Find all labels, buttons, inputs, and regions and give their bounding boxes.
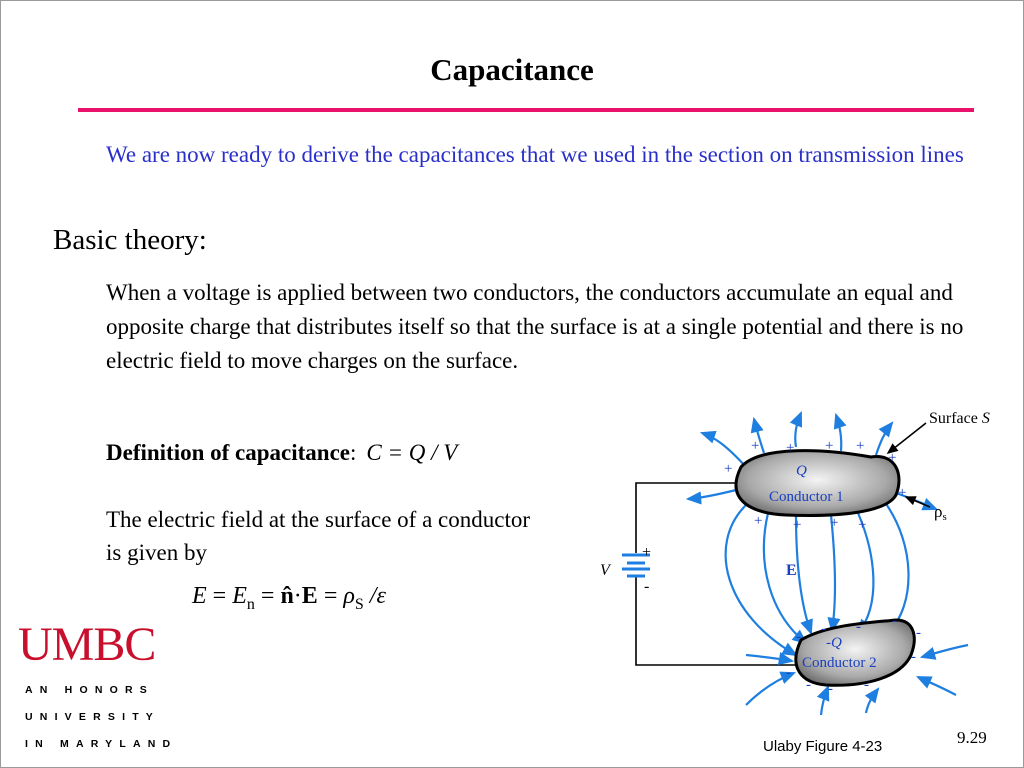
plus-charge: + — [898, 485, 906, 501]
minus-charge: - — [856, 619, 861, 635]
plus-charge: + — [856, 438, 864, 454]
page-number: 9.29 — [957, 728, 987, 747]
voltage-label: V — [600, 562, 612, 579]
capacitor-figure: + + + + + + + + + + + - - - - - - - - - … — [600, 410, 990, 715]
field-text: The electric field at the surface of a c… — [106, 507, 530, 565]
positive-charges: + + + + + + + + + + + — [724, 438, 906, 533]
eq-sub-n: n — [246, 595, 255, 613]
eq-dot: · — [293, 583, 302, 609]
logo-line-university: UNIVERSITY — [25, 711, 161, 723]
eq-En: E — [232, 583, 247, 609]
minus-charge: - — [796, 629, 801, 645]
battery-icon — [622, 553, 650, 578]
plus-charge: + — [724, 461, 732, 477]
eq-rho: ρ — [343, 583, 355, 609]
rho-sub: s — [942, 511, 946, 523]
plus-charge: + — [793, 517, 801, 533]
definition-colon: : — [350, 440, 357, 465]
circuit-wires — [635, 482, 801, 666]
section-heading: Basic theory: — [53, 224, 207, 256]
surface-label: Surface S — [929, 410, 990, 427]
rho-pointer — [904, 496, 931, 508]
minus-charge: - — [911, 649, 916, 665]
field-label: E — [786, 562, 797, 579]
rho-symbol: ρ — [934, 502, 942, 521]
negative-charges: - - - - - - - - - - — [786, 613, 921, 697]
umbc-wordmark: UMBC — [18, 618, 156, 671]
battery-plus: + — [642, 544, 651, 561]
eq-op1: = — [206, 583, 233, 609]
eq-nhat: n̂ — [280, 583, 294, 609]
surface-pointer — [886, 422, 927, 454]
capacitance-definition: Definition of capacitance: C = Q / V — [106, 440, 457, 466]
surface-text: Surface — [929, 410, 978, 427]
rho-label: ρs — [934, 502, 947, 523]
minus-charge: - — [786, 665, 791, 681]
title-rule — [78, 108, 974, 112]
conductor-2-shape — [794, 618, 916, 687]
theory-paragraph: When a voltage is applied between two co… — [106, 280, 964, 373]
plus-charge: + — [754, 513, 762, 529]
logo-line-maryland: IN MARYLAND — [25, 738, 178, 750]
plus-charge: + — [858, 517, 866, 533]
plus-charge: + — [825, 438, 833, 454]
plus-charge: + — [751, 438, 759, 454]
minus-charge: - — [821, 621, 826, 637]
eq-op3: = — [317, 583, 344, 609]
field-lines — [685, 410, 969, 715]
surface-symbol: S — [982, 410, 990, 427]
logo-line-honors: AN HONORS — [25, 684, 154, 696]
conductor-1-charge: Q — [796, 463, 807, 479]
intro-text: We are now ready to derive the capacitan… — [106, 142, 964, 167]
eq-op2: = — [254, 583, 281, 609]
figure-credit: Ulaby Figure 4-23 — [763, 738, 883, 755]
minus-charge: - — [806, 677, 811, 693]
conductor-1-shape — [734, 449, 901, 517]
conductor-2-label: Conductor 2 — [802, 655, 877, 671]
eq-E: E — [192, 583, 207, 609]
eq-sub-S: S — [354, 595, 364, 613]
definition-equation: C = Q / V — [366, 440, 458, 465]
eq-over-eps: /ε — [363, 583, 386, 609]
plus-charge: + — [888, 450, 896, 466]
minus-charge: - — [916, 625, 921, 641]
plus-charge: + — [830, 515, 838, 531]
minus-charge: - — [828, 681, 833, 697]
conductor-1-label: Conductor 1 — [769, 489, 844, 505]
conductor-2-charge: -Q — [826, 635, 842, 651]
definition-label: Definition of capacitance — [106, 440, 351, 465]
minus-charge: - — [892, 613, 897, 629]
field-equation: E = En = n̂·E = ρS /ε — [192, 583, 386, 614]
umbc-logo: UMBC — [18, 618, 156, 671]
battery-minus: - — [644, 578, 649, 595]
minus-charge: - — [864, 677, 869, 693]
plus-charge: + — [786, 440, 794, 456]
eq-bold-E: E — [301, 583, 318, 609]
slide-title: Capacitance — [430, 52, 594, 87]
